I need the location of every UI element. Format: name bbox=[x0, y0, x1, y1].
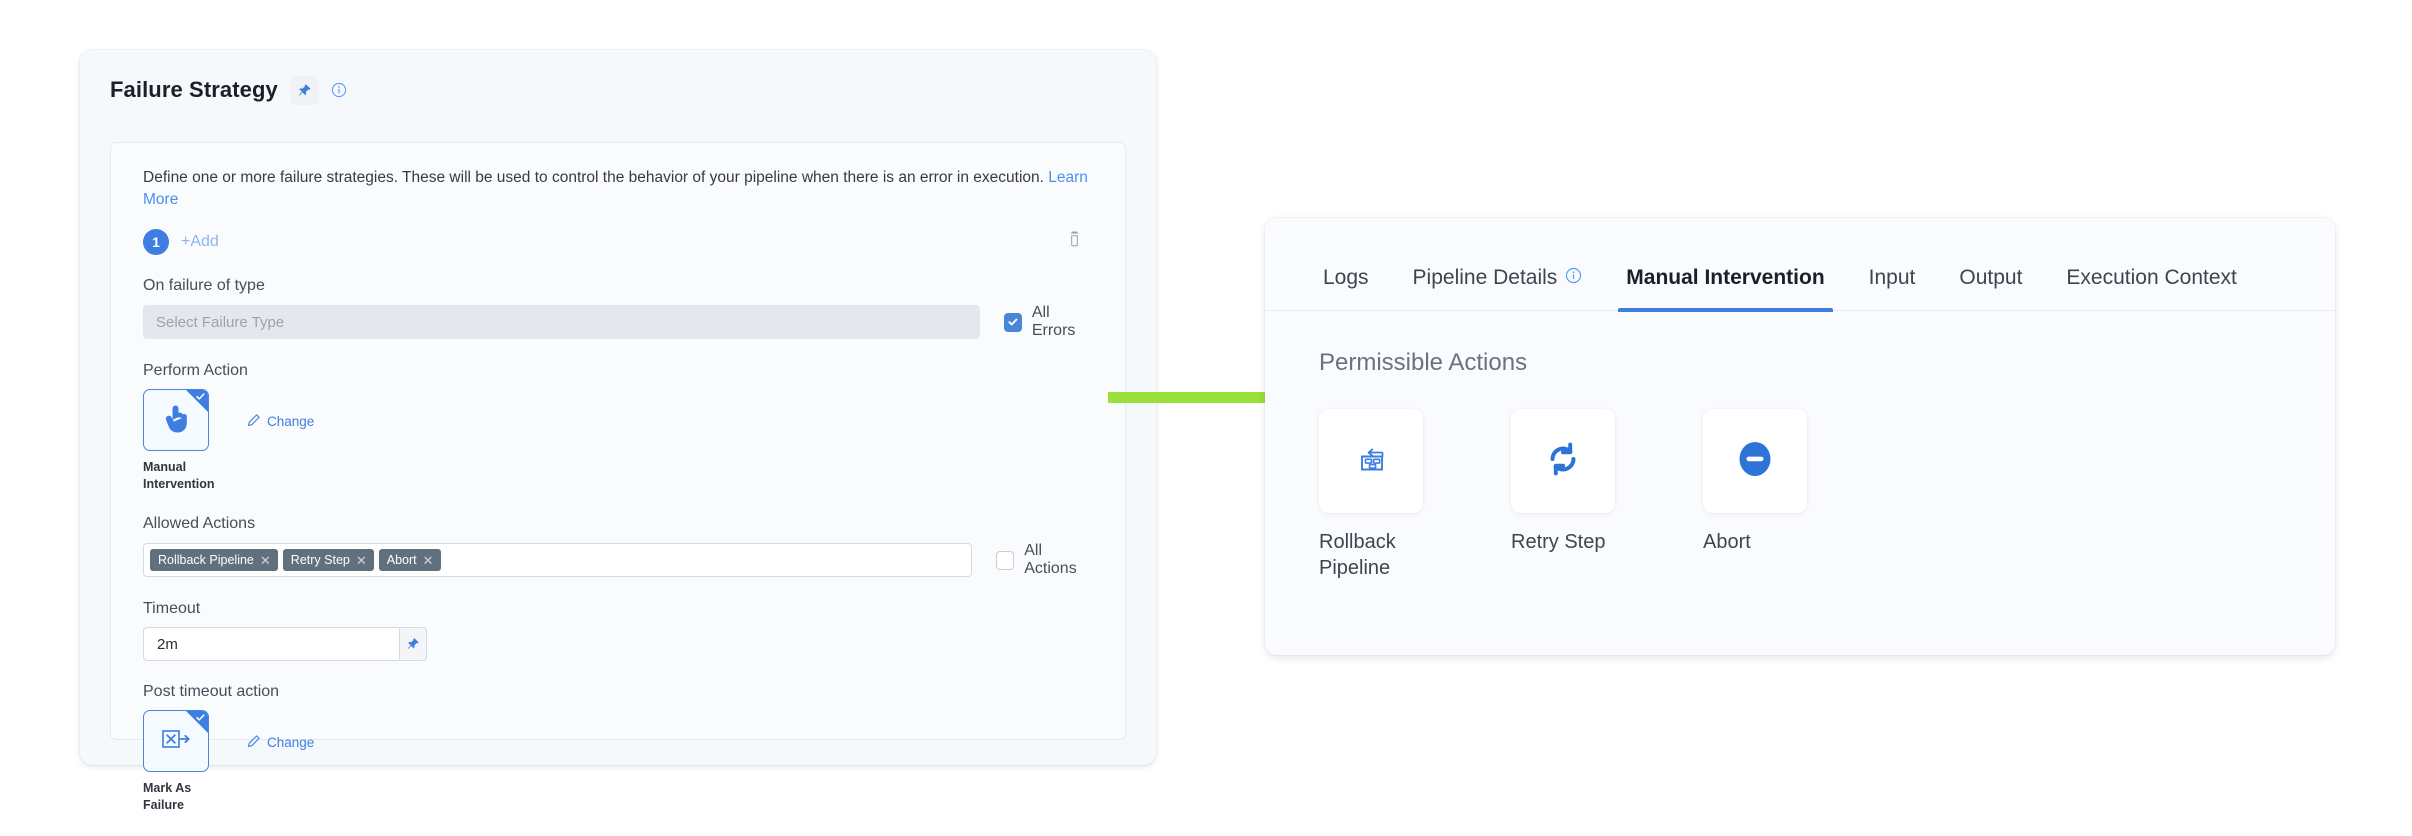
close-x-icon[interactable]: ✕ bbox=[422, 552, 434, 568]
pencil-icon bbox=[247, 734, 261, 751]
failure-strategy-panel: Failure Strategy Define one or more fail… bbox=[80, 50, 1156, 812]
description-text: Define one or more failure strategies. T… bbox=[143, 169, 1044, 186]
chip-retry-step[interactable]: Retry Step ✕ bbox=[282, 549, 374, 572]
action-card-label: Retry Step bbox=[1511, 531, 1606, 553]
perform-action-label: Perform Action bbox=[143, 362, 248, 380]
all-errors-checkbox[interactable] bbox=[1004, 312, 1022, 332]
permissible-actions-title: Permissible Actions bbox=[1319, 349, 1528, 376]
allowed-actions-row: Rollback Pipeline ✕ Retry Step ✕ Abort ✕ bbox=[143, 542, 1093, 578]
tab-label: Logs bbox=[1323, 266, 1369, 289]
change-label: Change bbox=[267, 414, 315, 430]
action-card-label: Abort bbox=[1703, 531, 1751, 553]
pin-icon[interactable] bbox=[289, 75, 319, 105]
rollback-pipeline-icon bbox=[1349, 437, 1393, 486]
page-title: Failure Strategy bbox=[110, 77, 278, 102]
manual-intervention-caption: Manual Intervention bbox=[143, 460, 215, 492]
all-actions-checkbox[interactable] bbox=[996, 550, 1015, 570]
tab-label: Pipeline Details bbox=[1412, 266, 1558, 289]
perform-action-row: Manual Intervention Change bbox=[143, 389, 1093, 493]
pointing-hand-icon bbox=[161, 402, 191, 439]
add-strategy-row: 1 +Add bbox=[143, 229, 1093, 256]
chip-label: Retry Step bbox=[290, 553, 350, 568]
timeout-row: 2m bbox=[143, 627, 1093, 662]
info-circle-icon[interactable] bbox=[331, 82, 347, 98]
change-post-timeout-action-button[interactable]: Change bbox=[247, 734, 314, 751]
allowed-actions-input[interactable]: Rollback Pipeline ✕ Retry Step ✕ Abort ✕ bbox=[143, 543, 973, 578]
allowed-actions-label: Allowed Actions bbox=[143, 515, 256, 533]
close-x-icon[interactable]: ✕ bbox=[259, 552, 271, 568]
tab-pipeline-details[interactable]: Pipeline Details bbox=[1391, 266, 1605, 310]
permissible-actions-list: Rollback Pipeline Retry Step bbox=[1265, 377, 2335, 581]
timeout-input[interactable]: 2m bbox=[143, 627, 399, 662]
tab-logs[interactable]: Logs bbox=[1301, 266, 1391, 310]
on-failure-type-label: On failure of type bbox=[143, 277, 265, 295]
action-card-abort[interactable]: Abort bbox=[1703, 409, 1831, 581]
failure-type-select[interactable]: Select Failure Type bbox=[143, 305, 981, 340]
change-perform-action-button[interactable]: Change bbox=[247, 413, 314, 430]
execution-details-panel: Logs Pipeline Details Manual Interventio… bbox=[1265, 218, 2335, 655]
strategy-card: Define one or more failure strategies. T… bbox=[110, 142, 1126, 812]
action-card-tile[interactable] bbox=[1511, 409, 1615, 513]
post-timeout-action-label: Post timeout action bbox=[143, 683, 280, 701]
timeout-label: Timeout bbox=[143, 600, 201, 618]
mark-as-failure-caption: Mark As Failure bbox=[143, 781, 192, 812]
manual-intervention-tile[interactable] bbox=[143, 389, 209, 452]
tab-input[interactable]: Input bbox=[1847, 266, 1938, 310]
timeout-pin-icon[interactable] bbox=[399, 627, 427, 662]
mark-as-failure-icon bbox=[160, 726, 192, 757]
info-circle-icon[interactable] bbox=[1565, 266, 1582, 290]
action-card-label: Rollback Pipeline bbox=[1319, 531, 1396, 579]
post-timeout-tile-col: Mark As Failure bbox=[143, 710, 233, 814]
check-icon bbox=[195, 712, 206, 726]
tab-label: Manual Intervention bbox=[1626, 266, 1825, 289]
add-strategy-button[interactable]: +Add bbox=[181, 233, 219, 251]
chip-label: Abort bbox=[386, 553, 417, 568]
all-errors-label: All Errors bbox=[1031, 304, 1076, 340]
tab-label: Output bbox=[1959, 266, 2023, 289]
mark-as-failure-tile[interactable] bbox=[143, 710, 209, 773]
learn-more-link[interactable]: Learn More bbox=[143, 169, 1088, 208]
chip-abort[interactable]: Abort ✕ bbox=[378, 549, 441, 572]
pencil-icon bbox=[247, 413, 261, 430]
chip-rollback-pipeline[interactable]: Rollback Pipeline ✕ bbox=[150, 549, 278, 572]
tab-label: Input bbox=[1868, 266, 1916, 289]
trash-icon[interactable] bbox=[1066, 230, 1083, 253]
all-actions-checkbox-wrap[interactable]: All Actions bbox=[996, 542, 1093, 578]
retry-refresh-icon bbox=[1537, 433, 1589, 490]
close-x-icon[interactable]: ✕ bbox=[355, 552, 367, 568]
panel-header: Failure Strategy bbox=[80, 50, 1156, 108]
action-card-retry-step[interactable]: Retry Step bbox=[1511, 409, 1639, 581]
tab-label: Execution Context bbox=[2066, 266, 2237, 289]
tab-manual-intervention[interactable]: Manual Intervention bbox=[1604, 266, 1846, 312]
tab-output[interactable]: Output bbox=[1937, 266, 2044, 310]
action-card-tile[interactable] bbox=[1703, 409, 1807, 513]
all-errors-checkbox-wrap[interactable]: All Errors bbox=[1004, 304, 1093, 340]
action-card-tile[interactable] bbox=[1319, 409, 1423, 513]
tab-execution-context[interactable]: Execution Context bbox=[2044, 266, 2258, 310]
perform-action-tile-col: Manual Intervention bbox=[143, 389, 233, 493]
post-timeout-action-row: Mark As Failure Change bbox=[143, 710, 1093, 814]
description: Define one or more failure strategies. T… bbox=[143, 167, 1093, 210]
all-actions-label: All Actions bbox=[1024, 542, 1077, 578]
strategy-index-badge[interactable]: 1 bbox=[143, 229, 169, 256]
check-icon bbox=[195, 391, 206, 405]
on-failure-type-row: Select Failure Type All Errors bbox=[143, 304, 1093, 340]
action-card-rollback-pipeline[interactable]: Rollback Pipeline bbox=[1319, 409, 1447, 581]
abort-minus-circle-icon bbox=[1730, 434, 1780, 489]
change-label: Change bbox=[267, 735, 315, 751]
chip-label: Rollback Pipeline bbox=[158, 553, 254, 568]
tab-bar: Logs Pipeline Details Manual Interventio… bbox=[1265, 218, 2335, 312]
